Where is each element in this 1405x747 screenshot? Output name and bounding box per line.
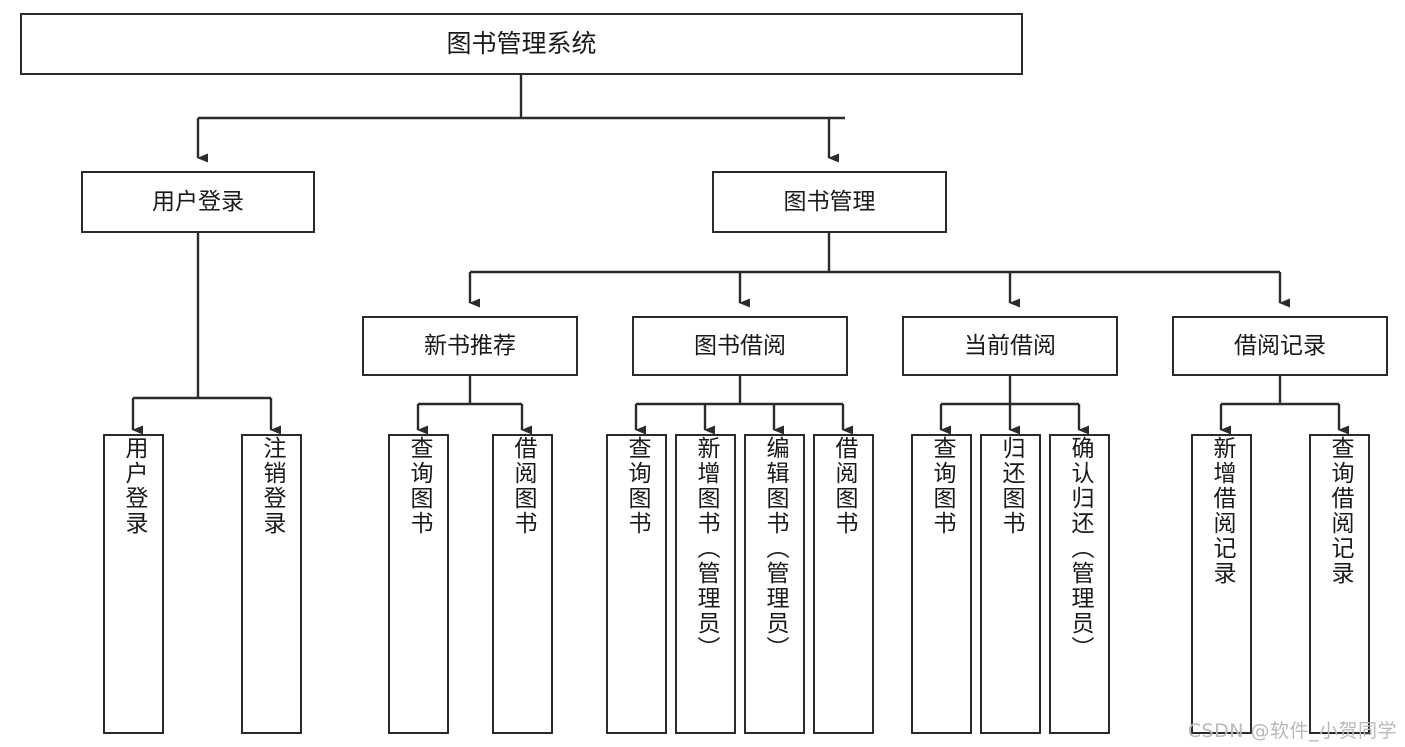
node-current-borrow[interactable]: 当前借阅	[902, 316, 1118, 376]
node-label: 用户登录	[152, 188, 244, 215]
node-label: 借阅图书	[510, 436, 536, 536]
node-label: 查询图书	[406, 436, 432, 536]
node-label: 归还图书	[998, 436, 1024, 536]
leaf-user-login-login[interactable]: 用户登录	[103, 434, 164, 734]
leaf-record-query-record[interactable]: 查询借阅记录	[1309, 434, 1370, 734]
leaf-current-query-book[interactable]: 查询图书	[911, 434, 972, 734]
node-label: 图书借阅	[694, 332, 786, 359]
node-label: 新书推荐	[424, 332, 516, 359]
leaf-user-login-logout[interactable]: 注销登录	[241, 434, 302, 734]
leaf-recommend-query-book[interactable]: 查询图书	[388, 434, 449, 734]
node-system-root[interactable]: 图书管理系统	[20, 13, 1023, 75]
node-label: 查询借阅记录	[1327, 436, 1353, 586]
leaf-record-add-record[interactable]: 新增借阅记录	[1191, 434, 1252, 734]
leaf-current-return-book[interactable]: 归还图书	[980, 434, 1041, 734]
node-label: 编辑图书（管理员）	[762, 436, 788, 661]
node-book-borrow[interactable]: 图书借阅	[632, 316, 848, 376]
node-user-login[interactable]: 用户登录	[81, 171, 315, 233]
node-label: 查询图书	[929, 436, 955, 536]
node-borrow-record[interactable]: 借阅记录	[1172, 316, 1388, 376]
node-label: 用户登录	[121, 436, 147, 536]
leaf-borrow-borrow-book[interactable]: 借阅图书	[813, 434, 874, 734]
node-label: 当前借阅	[964, 332, 1056, 359]
leaf-borrow-edit-book-admin[interactable]: 编辑图书（管理员）	[744, 434, 805, 734]
node-new-book-recommend[interactable]: 新书推荐	[362, 316, 578, 376]
node-book-management[interactable]: 图书管理	[712, 171, 947, 233]
node-label: 新增借阅记录	[1209, 436, 1235, 586]
node-label: 借阅图书	[831, 436, 857, 536]
leaf-borrow-add-book-admin[interactable]: 新增图书（管理员）	[675, 434, 736, 734]
csdn-watermark: CSDN @软件_小贺同学	[1187, 720, 1397, 742]
node-label: 新增图书（管理员）	[693, 436, 719, 661]
node-label: 注销登录	[259, 436, 285, 536]
node-label: 图书管理系统	[446, 28, 597, 58]
node-label: 查询图书	[624, 436, 650, 536]
leaf-current-confirm-return-admin[interactable]: 确认归还（管理员）	[1049, 434, 1110, 734]
node-label: 确认归还（管理员）	[1067, 436, 1093, 661]
leaf-recommend-borrow-book[interactable]: 借阅图书	[492, 434, 553, 734]
node-label: 图书管理	[783, 188, 876, 215]
node-label: 借阅记录	[1234, 332, 1326, 359]
leaf-borrow-query-book[interactable]: 查询图书	[606, 434, 667, 734]
